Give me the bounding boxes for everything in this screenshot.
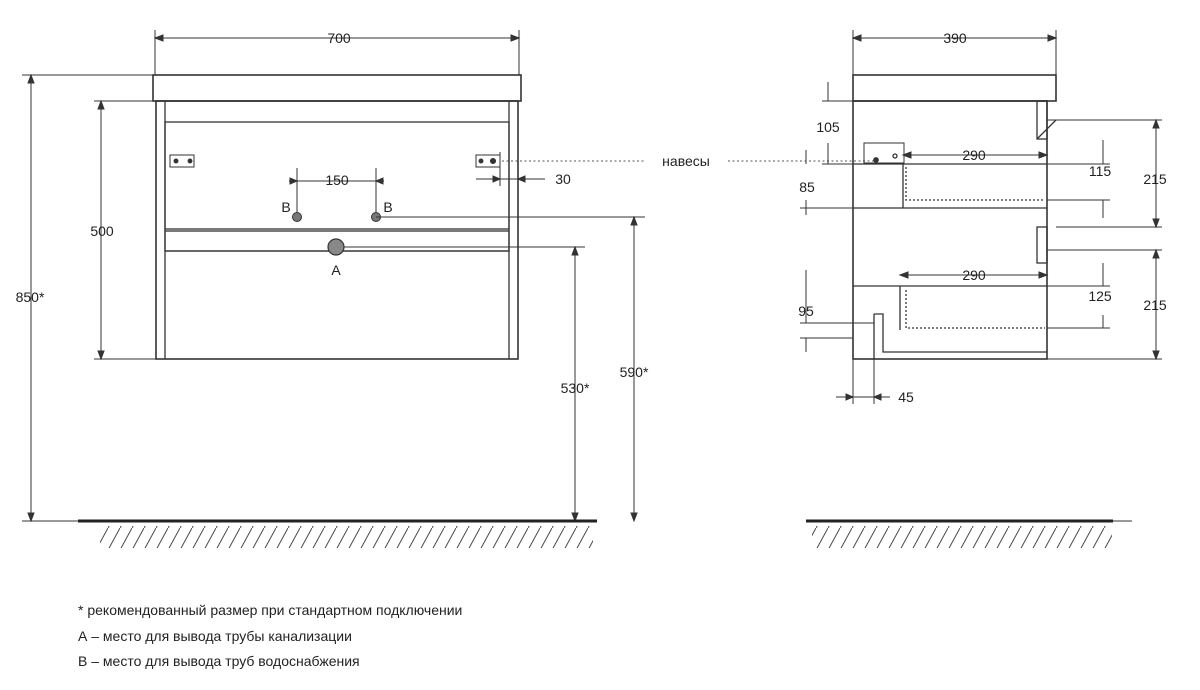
- upper-section-dim: 215: [1143, 171, 1167, 187]
- front-floor: [22, 519, 597, 548]
- front-hinge-left: [169, 154, 195, 168]
- notes: * рекомендованный размер при стандартном…: [78, 598, 462, 675]
- front-view: [152, 74, 522, 360]
- side-floor: [806, 519, 1132, 548]
- note-water: В – место для вывода труб водоснабжения: [78, 653, 360, 669]
- front-countertop: [152, 74, 522, 102]
- side-view: [852, 74, 1057, 360]
- upper-drawer-height-dim: 115: [1089, 163, 1112, 179]
- side-depth-dim: 390: [943, 30, 967, 46]
- side-labels: 390 105 85 290 115 215 290 125 215 95 45: [798, 30, 1167, 405]
- side-countertop: [852, 74, 1057, 102]
- front-upper-drawer: [164, 121, 510, 230]
- hinges-label: навесы: [662, 153, 710, 169]
- label-b-left: B: [281, 199, 290, 215]
- top-offset-dim: 105: [816, 119, 840, 135]
- front-cabinet-body: [155, 100, 519, 360]
- label-b-right: B: [383, 199, 392, 215]
- drain-height-dim: 530*: [561, 380, 590, 396]
- drain-outlet: [327, 238, 345, 256]
- front-labels: 700 500 850* 150 30 530* 590* B B A наве…: [16, 30, 710, 396]
- plinth-dim: 45: [898, 389, 914, 405]
- lower-drawer-depth-dim: 290: [962, 267, 986, 283]
- lower-section-dim: 215: [1143, 297, 1167, 313]
- water-outlet-left: [292, 212, 302, 222]
- hinge-height-dim: 85: [799, 179, 815, 195]
- front-body-height-dim: 500: [90, 223, 114, 239]
- bottom-offset-dim: 95: [798, 303, 814, 319]
- lower-drawer-height-dim: 125: [1088, 288, 1112, 304]
- front-dimensions: [22, 30, 645, 523]
- front-total-height-dim: 850*: [16, 289, 45, 305]
- note-recommended: * рекомендованный размер при стандартном…: [78, 602, 463, 618]
- label-a: A: [331, 262, 341, 278]
- side-cabinet-body: [852, 100, 1048, 360]
- side-dimensions: [800, 30, 1162, 404]
- water-height-dim: 590*: [620, 364, 649, 380]
- note-drain: А – место для вывода трубы канализации: [78, 627, 352, 644]
- front-width-dim: 700: [327, 30, 351, 46]
- hole-spacing-dim: 150: [325, 172, 349, 188]
- upper-drawer-depth-dim: 290: [962, 147, 986, 163]
- hinge-offset-dim: 30: [555, 171, 571, 187]
- water-outlets: [292, 212, 381, 256]
